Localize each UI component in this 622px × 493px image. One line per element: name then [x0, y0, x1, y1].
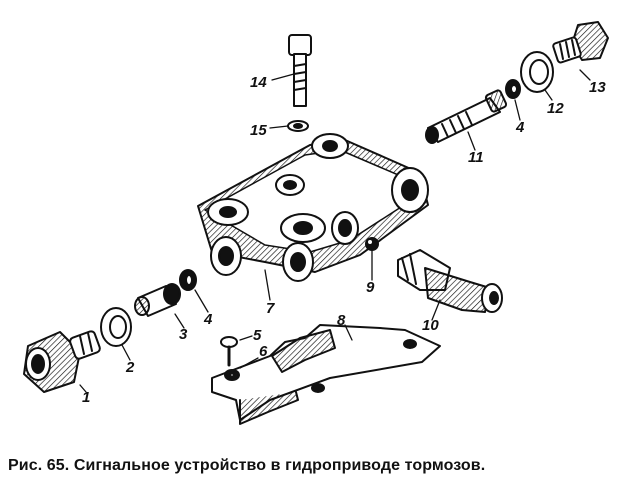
part-switch-10 — [397, 249, 503, 313]
callout-15: 15 — [250, 122, 267, 139]
part-piston-11 — [425, 89, 508, 144]
part-bracket-8 — [211, 324, 441, 425]
part-washer-15 — [287, 120, 309, 132]
callout-9: 9 — [366, 279, 375, 296]
callout-labels: 1 2 3 4 4 5 6 7 8 9 10 11 12 13 14 15 — [82, 74, 606, 406]
callout-12: 12 — [547, 100, 564, 117]
callout-3: 3 — [179, 326, 188, 343]
figure-caption: Рис. 65. Сигнальное устройство в гидропр… — [8, 457, 486, 474]
part-ring-4-lower — [179, 269, 197, 291]
part-washer-2 — [100, 307, 132, 347]
callout-4-upper: 4 — [515, 119, 525, 136]
callout-10: 10 — [422, 317, 439, 334]
callout-6: 6 — [259, 343, 268, 360]
callout-8: 8 — [337, 312, 346, 329]
callout-1: 1 — [82, 389, 90, 406]
callout-7: 7 — [266, 300, 275, 317]
callout-4-lower: 4 — [203, 311, 213, 328]
part-ring-4-upper — [505, 79, 521, 99]
part-ball-9 — [365, 237, 379, 251]
callout-11: 11 — [468, 149, 484, 166]
part-adapter-3 — [134, 283, 181, 317]
leader-lines — [79, 69, 591, 393]
part-union-nut-1 — [23, 330, 101, 393]
callout-13: 13 — [589, 79, 606, 96]
part-housing-7 — [197, 133, 429, 282]
part-bolt-14 — [288, 34, 312, 107]
part-screw-5 — [220, 336, 238, 367]
callout-5: 5 — [253, 327, 262, 344]
part-washer-6 — [224, 369, 240, 381]
part-plug-13 — [552, 21, 609, 64]
part-washer-12 — [520, 51, 554, 93]
callout-14: 14 — [250, 74, 267, 91]
callout-2: 2 — [125, 359, 135, 376]
